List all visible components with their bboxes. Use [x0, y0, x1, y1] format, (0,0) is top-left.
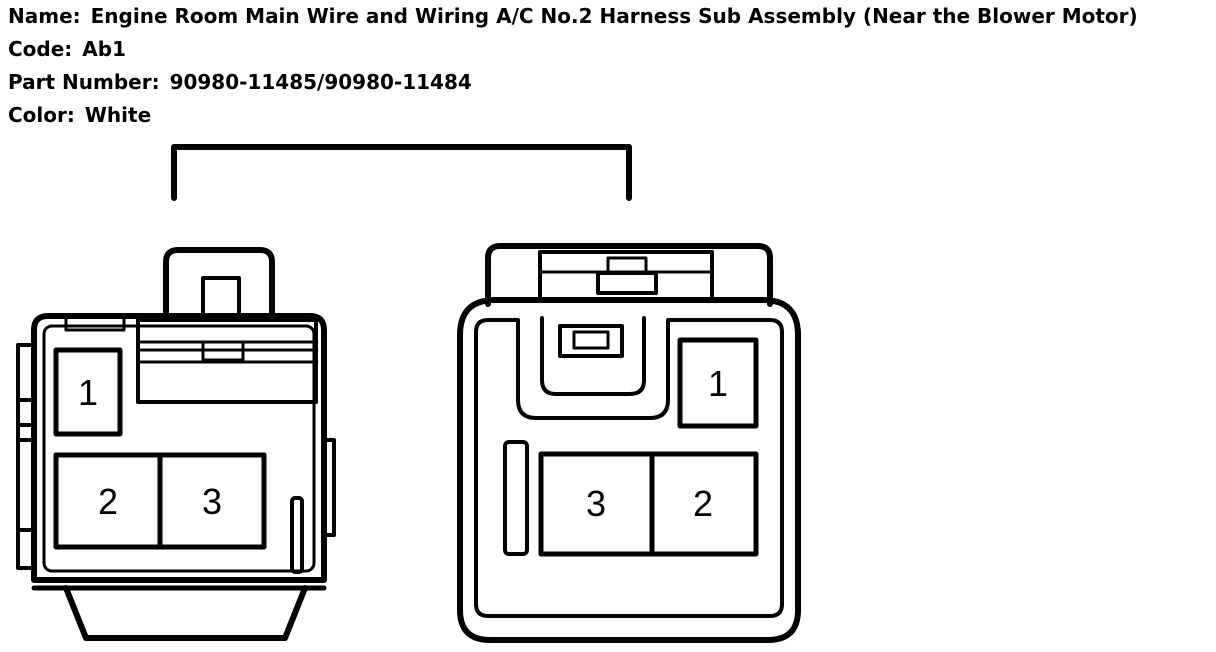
mating-bracket	[171, 144, 632, 201]
part-number-label: Part Number:	[8, 70, 160, 94]
left-connector	[16, 247, 336, 641]
left-side-ribs	[16, 343, 36, 570]
color-value: White	[84, 103, 152, 127]
name-label: Name:	[8, 4, 81, 28]
left-pin-1-label: 1	[78, 372, 98, 413]
right-lock-key-bottom	[606, 256, 648, 274]
part-number-line: Part Number: 90980-11485/90980-11484	[8, 66, 1213, 99]
right-latch-window-inner	[572, 330, 610, 350]
left-pin-2-label: 2	[98, 481, 118, 522]
code-value: Ab1	[82, 37, 127, 61]
left-connector-inner	[42, 324, 316, 573]
color-line: Color: White	[8, 99, 1213, 132]
right-pin-1-label: 1	[708, 363, 728, 404]
right-connector	[457, 243, 801, 643]
right-connector-body	[457, 297, 801, 643]
right-latch-window	[558, 324, 624, 358]
left-latch-key	[201, 340, 245, 362]
right-pin-3-label: 3	[586, 483, 606, 524]
left-pin-1-cell	[53, 347, 123, 437]
connector-info: Name: Engine Room Main Wire and Wiring A/…	[8, 0, 1213, 132]
left-top-notch	[64, 314, 126, 332]
right-lock-key-top	[596, 271, 658, 295]
left-slot	[290, 496, 304, 574]
left-lock-window	[201, 276, 241, 318]
left-lock-tab	[163, 247, 275, 321]
name-line: Name: Engine Room Main Wire and Wiring A/…	[8, 0, 1213, 33]
code-label: Code:	[8, 37, 73, 61]
color-label: Color:	[8, 103, 75, 127]
right-pin-2-cell	[649, 451, 759, 557]
left-pin-3-cell	[157, 452, 267, 550]
right-lock-housing	[485, 243, 773, 307]
code-line: Code: Ab1	[8, 33, 1213, 66]
right-lock-housing-inner	[538, 250, 714, 302]
right-latch-recess	[540, 316, 646, 396]
left-pin-3-label: 3	[202, 481, 222, 522]
part-number-value: 90980-11485/90980-11484	[169, 70, 472, 94]
right-connector-inner	[474, 318, 784, 618]
right-pin-1-cell	[677, 337, 759, 429]
left-connector-body	[31, 313, 327, 583]
right-pin-2-label: 2	[693, 483, 713, 524]
name-value: Engine Room Main Wire and Wiring A/C No.…	[90, 4, 1138, 28]
left-right-ribs	[322, 438, 336, 537]
right-side-rib	[503, 440, 529, 556]
left-bottom-skirt	[63, 585, 308, 641]
